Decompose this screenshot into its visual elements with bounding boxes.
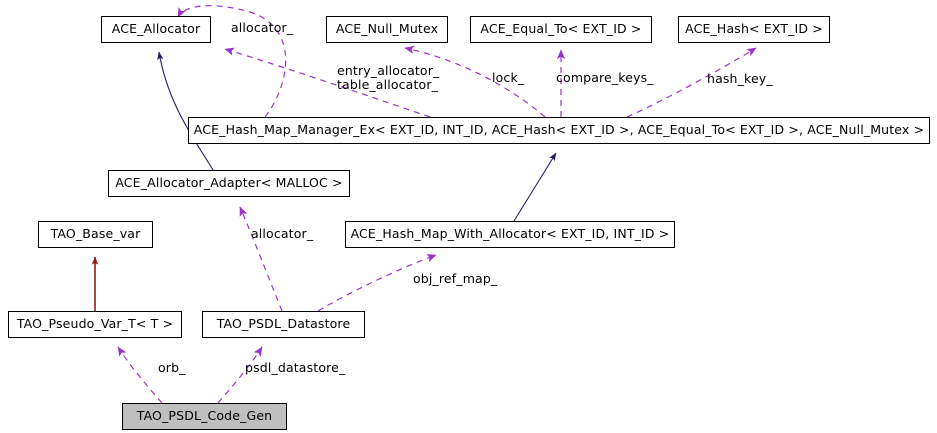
edge-label-psdl-datastore: psdl_datastore_ [245, 360, 346, 375]
edge-label-entry-allocator-line: entry_allocator_ [337, 63, 440, 78]
class-node-ace-hash-map-with-allocator[interactable]: ACE_Hash_Map_With_Allocator< EXT_ID, INT… [345, 221, 675, 248]
edge-usage-manager-ex-to-null-mutex-lock [404, 45, 546, 118]
class-node-ace-hash-map-manager-ex[interactable]: ACE_Hash_Map_Manager_Ex< EXT_ID, INT_ID,… [188, 117, 930, 144]
class-node-ace-hash[interactable]: ACE_Hash< EXT_ID > [678, 16, 830, 43]
class-node-tao-psdl-code-gen[interactable]: TAO_PSDL_Code_Gen [122, 403, 287, 430]
class-node-tao-pseudo-var-t[interactable]: TAO_Pseudo_Var_T< T > [8, 311, 182, 338]
edge-inheritance-hashmap-with-allocator-to-manager-ex [513, 152, 557, 222]
class-node-label: ACE_Hash< EXT_ID > [685, 21, 823, 37]
edge-usage-datastore-to-hashmap-with-allocator-obj-ref-map [317, 254, 437, 312]
edge-label-obj-ref-map: obj_ref_map_ [413, 271, 498, 286]
edge-label-lock: lock_ [492, 70, 525, 85]
edge-usage-manager-ex-to-allocator-allocator [177, 5, 287, 118]
edge-usage-code-gen-to-pseudo-var-orb [117, 346, 163, 404]
class-node-ace-allocator[interactable]: ACE_Allocator [101, 16, 211, 43]
class-node-label: TAO_PSDL_Code_Gen [136, 408, 273, 424]
edge-inheritance-allocator-adapter-to-allocator [157, 51, 214, 171]
class-node-ace-null-mutex[interactable]: ACE_Null_Mutex [326, 16, 448, 43]
class-node-label: TAO_Pseudo_Var_T< T > [16, 316, 174, 332]
edge-label-orb: orb_ [158, 360, 186, 375]
edge-usage-code-gen-to-datastore-psdl-datastore [217, 346, 263, 404]
edge-usage-manager-ex-to-hash-hash-key [626, 47, 757, 118]
class-node-label: ACE_Hash_Map_Manager_Ex< EXT_ID, INT_ID,… [193, 122, 925, 138]
edge-label-compare-keys: compare_keys_ [556, 70, 654, 85]
edge-label-allocator-top: allocator_ [231, 20, 294, 35]
edge-label-entry-table-allocator: entry_allocator_ table_allocator_ [337, 64, 439, 92]
class-node-ace-equal-to[interactable]: ACE_Equal_To< EXT_ID > [470, 16, 652, 43]
class-node-label: TAO_Base_var [50, 226, 141, 242]
class-node-label: ACE_Null_Mutex [335, 21, 439, 37]
class-node-label: ACE_Hash_Map_With_Allocator< EXT_ID, INT… [350, 226, 670, 242]
class-node-label: ACE_Allocator_Adapter< MALLOC > [115, 175, 343, 191]
edge-usage-datastore-to-allocator-adapter-allocator [239, 206, 283, 312]
edge-label-hash-key: hash_key_ [707, 71, 773, 86]
edge-label-allocator-mid: allocator_ [251, 226, 314, 241]
class-node-label: ACE_Allocator [111, 21, 201, 37]
class-node-tao-psdl-datastore[interactable]: TAO_PSDL_Datastore [202, 311, 365, 338]
class-node-label: TAO_PSDL_Datastore [216, 316, 351, 332]
class-node-ace-allocator-adapter[interactable]: ACE_Allocator_Adapter< MALLOC > [108, 170, 350, 197]
edge-label-table-allocator-line: table_allocator_ [337, 77, 439, 92]
class-node-tao-base-var[interactable]: TAO_Base_var [38, 221, 153, 248]
class-node-label: ACE_Equal_To< EXT_ID > [480, 21, 642, 37]
